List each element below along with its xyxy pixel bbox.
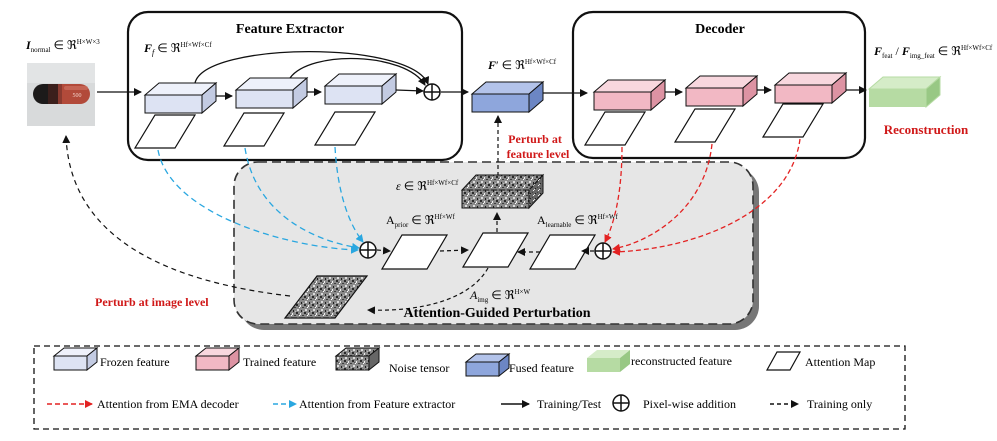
capsule-text: 500 xyxy=(73,93,82,99)
feature-f-label: Ff∈ ℜHf×Wf×Cf xyxy=(143,41,212,57)
arrow-mid-to-aimg xyxy=(367,267,489,315)
agp-pixel-add-right xyxy=(594,242,612,260)
arrow-aprior-to-mid xyxy=(439,246,469,255)
perturb-feature-line1: Perturb at xyxy=(508,132,562,146)
blue-attn-arrow-2 xyxy=(244,147,360,251)
feature-extractor-title: Feature Extractor xyxy=(236,22,344,37)
blue-attn-arrow-1 xyxy=(157,149,359,254)
legend-frozen-label: Frozen feature xyxy=(100,355,170,369)
legend-attention-label: Attention Map xyxy=(805,355,875,369)
input-label: Inormal∈ ℜH×W×3 xyxy=(25,38,100,54)
legend-noise-label: Noise tensor xyxy=(389,361,449,375)
arrow-plus-to-aprior xyxy=(376,246,391,255)
perturb-image-label: Perturb at image level xyxy=(95,295,209,309)
arrow-aimg-to-input xyxy=(62,135,291,297)
legend-fused-swatch xyxy=(464,352,511,378)
input-capsule-image xyxy=(27,63,95,126)
a-prior-label: Aprior∈ ℜHf×Wf xyxy=(386,213,455,229)
legend-noise-swatch xyxy=(334,346,381,372)
trained-feature-block-1 xyxy=(592,78,667,112)
reconstruction-label: Reconstruction xyxy=(884,122,969,137)
a-middle-map xyxy=(461,232,530,268)
dec-attention-map-2 xyxy=(673,108,737,143)
blue-attn-arrow-3 xyxy=(334,146,364,243)
legend-trained-label: Trained feature xyxy=(243,355,316,369)
fe-pixel-add-icon xyxy=(423,83,441,101)
legend-recon-swatch xyxy=(587,350,630,372)
epsilon-label: ε∈ ℜHf×Wf×Cf xyxy=(396,179,459,193)
output-label: Ffeat / Fimg_feat∈ ℜHf×Wf×Cf xyxy=(873,44,993,60)
frozen-feature-block-1 xyxy=(143,81,218,115)
skip-arrow-fe1 xyxy=(194,50,430,85)
a-learnable-map xyxy=(528,234,597,270)
legend-red-label: Attention from EMA decoder xyxy=(97,397,239,411)
a-learnable-label: Alearnable∈ ℜHf×Wf xyxy=(537,213,619,229)
image-noise-map xyxy=(283,275,369,319)
red-attn-arrow-3 xyxy=(612,138,801,256)
legend-plus-label: Pixel-wise addition xyxy=(643,397,736,411)
decoder-title: Decoder xyxy=(695,22,745,37)
agp-pixel-add-left xyxy=(359,241,377,259)
frozen-feature-block-2 xyxy=(234,76,309,110)
fe-attention-map-1 xyxy=(133,114,197,149)
legend-attention-swatch xyxy=(765,351,802,371)
a-img-label: Aimg∈ ℜH×W xyxy=(469,288,530,304)
a-prior-map xyxy=(380,234,449,270)
legend-trained-swatch xyxy=(194,346,241,372)
trained-feature-block-3 xyxy=(773,71,848,105)
fused-feature-block xyxy=(470,80,545,114)
red-attn-arrow-2 xyxy=(612,143,713,252)
dec-attention-map-3 xyxy=(761,103,825,138)
dec-attention-map-1 xyxy=(583,111,647,146)
reconstructed-feature-block xyxy=(867,75,942,109)
trained-feature-block-2 xyxy=(684,74,759,108)
fe-attention-map-3 xyxy=(313,111,377,146)
legend-frozen-swatch xyxy=(52,346,99,372)
legend-plus-icon xyxy=(612,394,630,412)
frozen-feature-block-3 xyxy=(323,72,398,106)
legend-solid-label: Training/Test xyxy=(537,397,602,411)
agp-title: Attention-Guided Perturbation xyxy=(403,306,590,321)
legend-recon-label: reconstructed feature xyxy=(631,354,732,368)
fused-label: F′∈ ℜHf×Wf×Cf xyxy=(487,58,557,72)
legend-blue-label: Attention from Feature extractor xyxy=(299,397,455,411)
noise-tensor-block xyxy=(460,173,545,210)
arrow-fe3-to-plus xyxy=(395,86,424,95)
skip-arrow-fe2 xyxy=(289,57,426,86)
legend-dashed-label: Training only xyxy=(807,397,872,411)
perturb-feature-line2: feature level xyxy=(507,147,570,161)
fe-attention-map-2 xyxy=(222,112,286,147)
legend-fused-label: Fused feature xyxy=(509,361,574,375)
red-attn-arrow-1 xyxy=(604,146,623,243)
